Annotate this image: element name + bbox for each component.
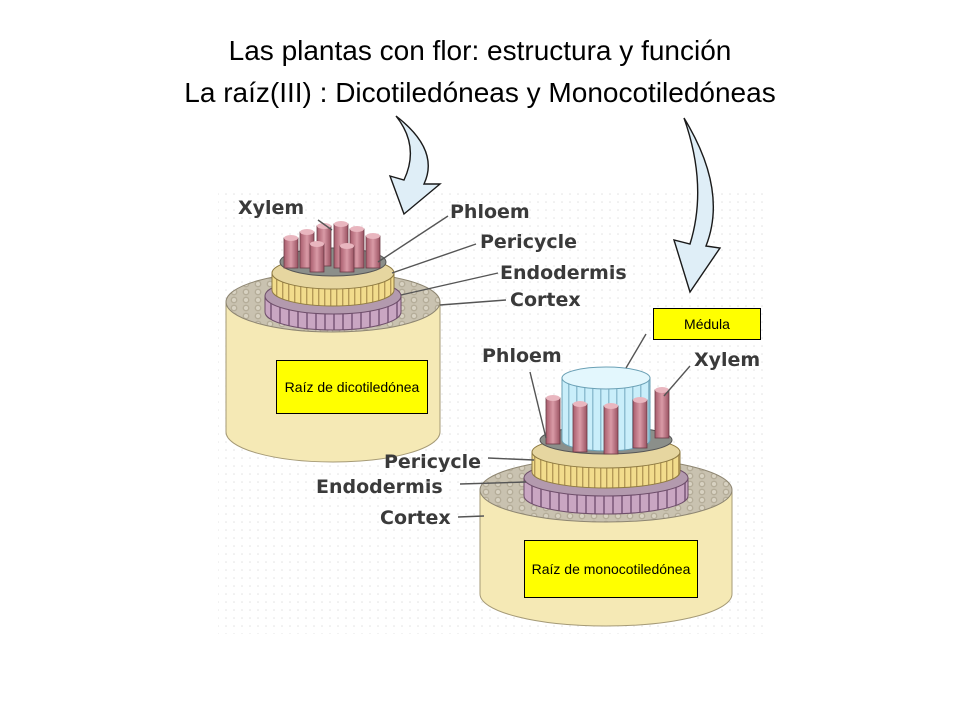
dicot-xylem-bundle <box>283 221 381 273</box>
monocot-pericycle-label: Pericycle <box>384 451 481 473</box>
monocot-endodermis-label: Endodermis <box>316 476 443 498</box>
dicot-xylem-label: Xylem <box>238 197 304 219</box>
dicot-root-label: Raíz de dicotiledónea <box>276 360 428 414</box>
slide-title-line-1: Las plantas con flor: estructura y funci… <box>228 35 732 66</box>
monocot-xylem-label: Xylem <box>694 349 760 371</box>
monocot-root-label: Raíz de monocotiledónea <box>524 540 698 598</box>
monocot-xylem-bundle <box>545 387 670 455</box>
curved-arrow-to-medula <box>672 117 722 294</box>
medula-label: Médula <box>653 308 761 340</box>
dicot-phloem-label: Phloem <box>450 201 530 223</box>
slide-title-line-2: La raíz(III) : Dicotiledóneas y Monocoti… <box>184 77 776 108</box>
dicot-cortex-label: Cortex <box>510 289 581 311</box>
dicot-root-illustration: Xylem Phloem Pericycle Endodermis Cortex <box>225 197 627 463</box>
dicot-pericycle-label: Pericycle <box>480 231 577 253</box>
dicot-endodermis-label: Endodermis <box>500 262 627 284</box>
monocot-cortex-label: Cortex <box>380 507 451 529</box>
curved-arrow-to-dicot <box>388 115 442 216</box>
monocot-phloem-label: Phloem <box>482 345 562 367</box>
